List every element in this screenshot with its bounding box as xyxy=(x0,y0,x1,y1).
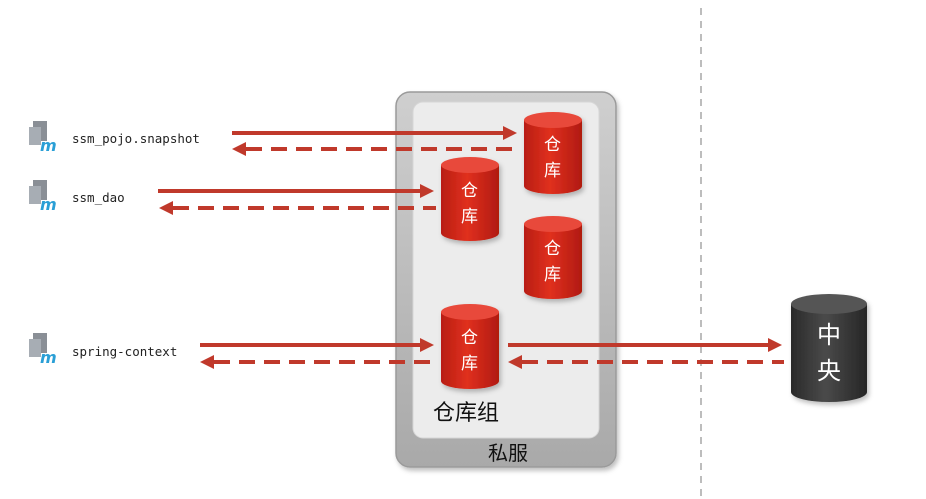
repo-label-top: 仓 xyxy=(461,328,478,348)
svg-text:m: m xyxy=(40,195,57,214)
module-name: ssm_dao xyxy=(72,190,125,205)
response-arrow-dao xyxy=(159,201,436,215)
maven-module-icon: m xyxy=(29,121,57,155)
repo-label-bottom: 库 xyxy=(461,354,478,374)
repository-cylinder-4: 仓 库 xyxy=(441,304,499,389)
arrows xyxy=(158,126,784,369)
maven-module-icon: m xyxy=(29,180,57,214)
svg-text:m: m xyxy=(40,348,57,367)
repo-label-top: 仓 xyxy=(544,135,561,155)
central-label-top: 中 xyxy=(817,321,841,349)
module-name: spring-context xyxy=(72,344,177,359)
maven-module-icon: m xyxy=(29,333,57,367)
request-arrow-central xyxy=(508,338,782,352)
repo-label-bottom: 库 xyxy=(544,161,561,181)
repository-cylinder-2: 仓 库 xyxy=(441,157,499,241)
private-server-label: 私服 xyxy=(488,441,528,465)
module-name: ssm_pojo.snapshot xyxy=(72,131,200,146)
repository-cylinder-3: 仓 库 xyxy=(524,216,582,299)
repo-label-top: 仓 xyxy=(544,239,561,259)
request-arrow-pojo xyxy=(232,126,517,140)
module-row-pojo: m ssm_pojo.snapshot xyxy=(29,121,200,155)
svg-text:m: m xyxy=(40,136,57,155)
request-arrow-spring-context xyxy=(200,338,434,352)
response-arrow-central xyxy=(508,355,784,369)
central-label-bottom: 央 xyxy=(817,357,841,385)
repo-label-top: 仓 xyxy=(461,181,478,201)
repo-label-bottom: 库 xyxy=(544,265,561,285)
module-row-dao: m ssm_dao xyxy=(29,180,125,214)
central-repository-cylinder: 中 央 xyxy=(791,294,867,402)
repository-group-label: 仓库组 xyxy=(433,401,499,426)
response-arrow-pojo xyxy=(232,142,518,156)
response-arrow-spring-context xyxy=(200,355,436,369)
repository-cylinder-1: 仓 库 xyxy=(524,112,582,194)
module-row-spring-context: m spring-context xyxy=(29,333,177,367)
repo-label-bottom: 库 xyxy=(461,207,478,227)
request-arrow-dao xyxy=(158,184,434,198)
